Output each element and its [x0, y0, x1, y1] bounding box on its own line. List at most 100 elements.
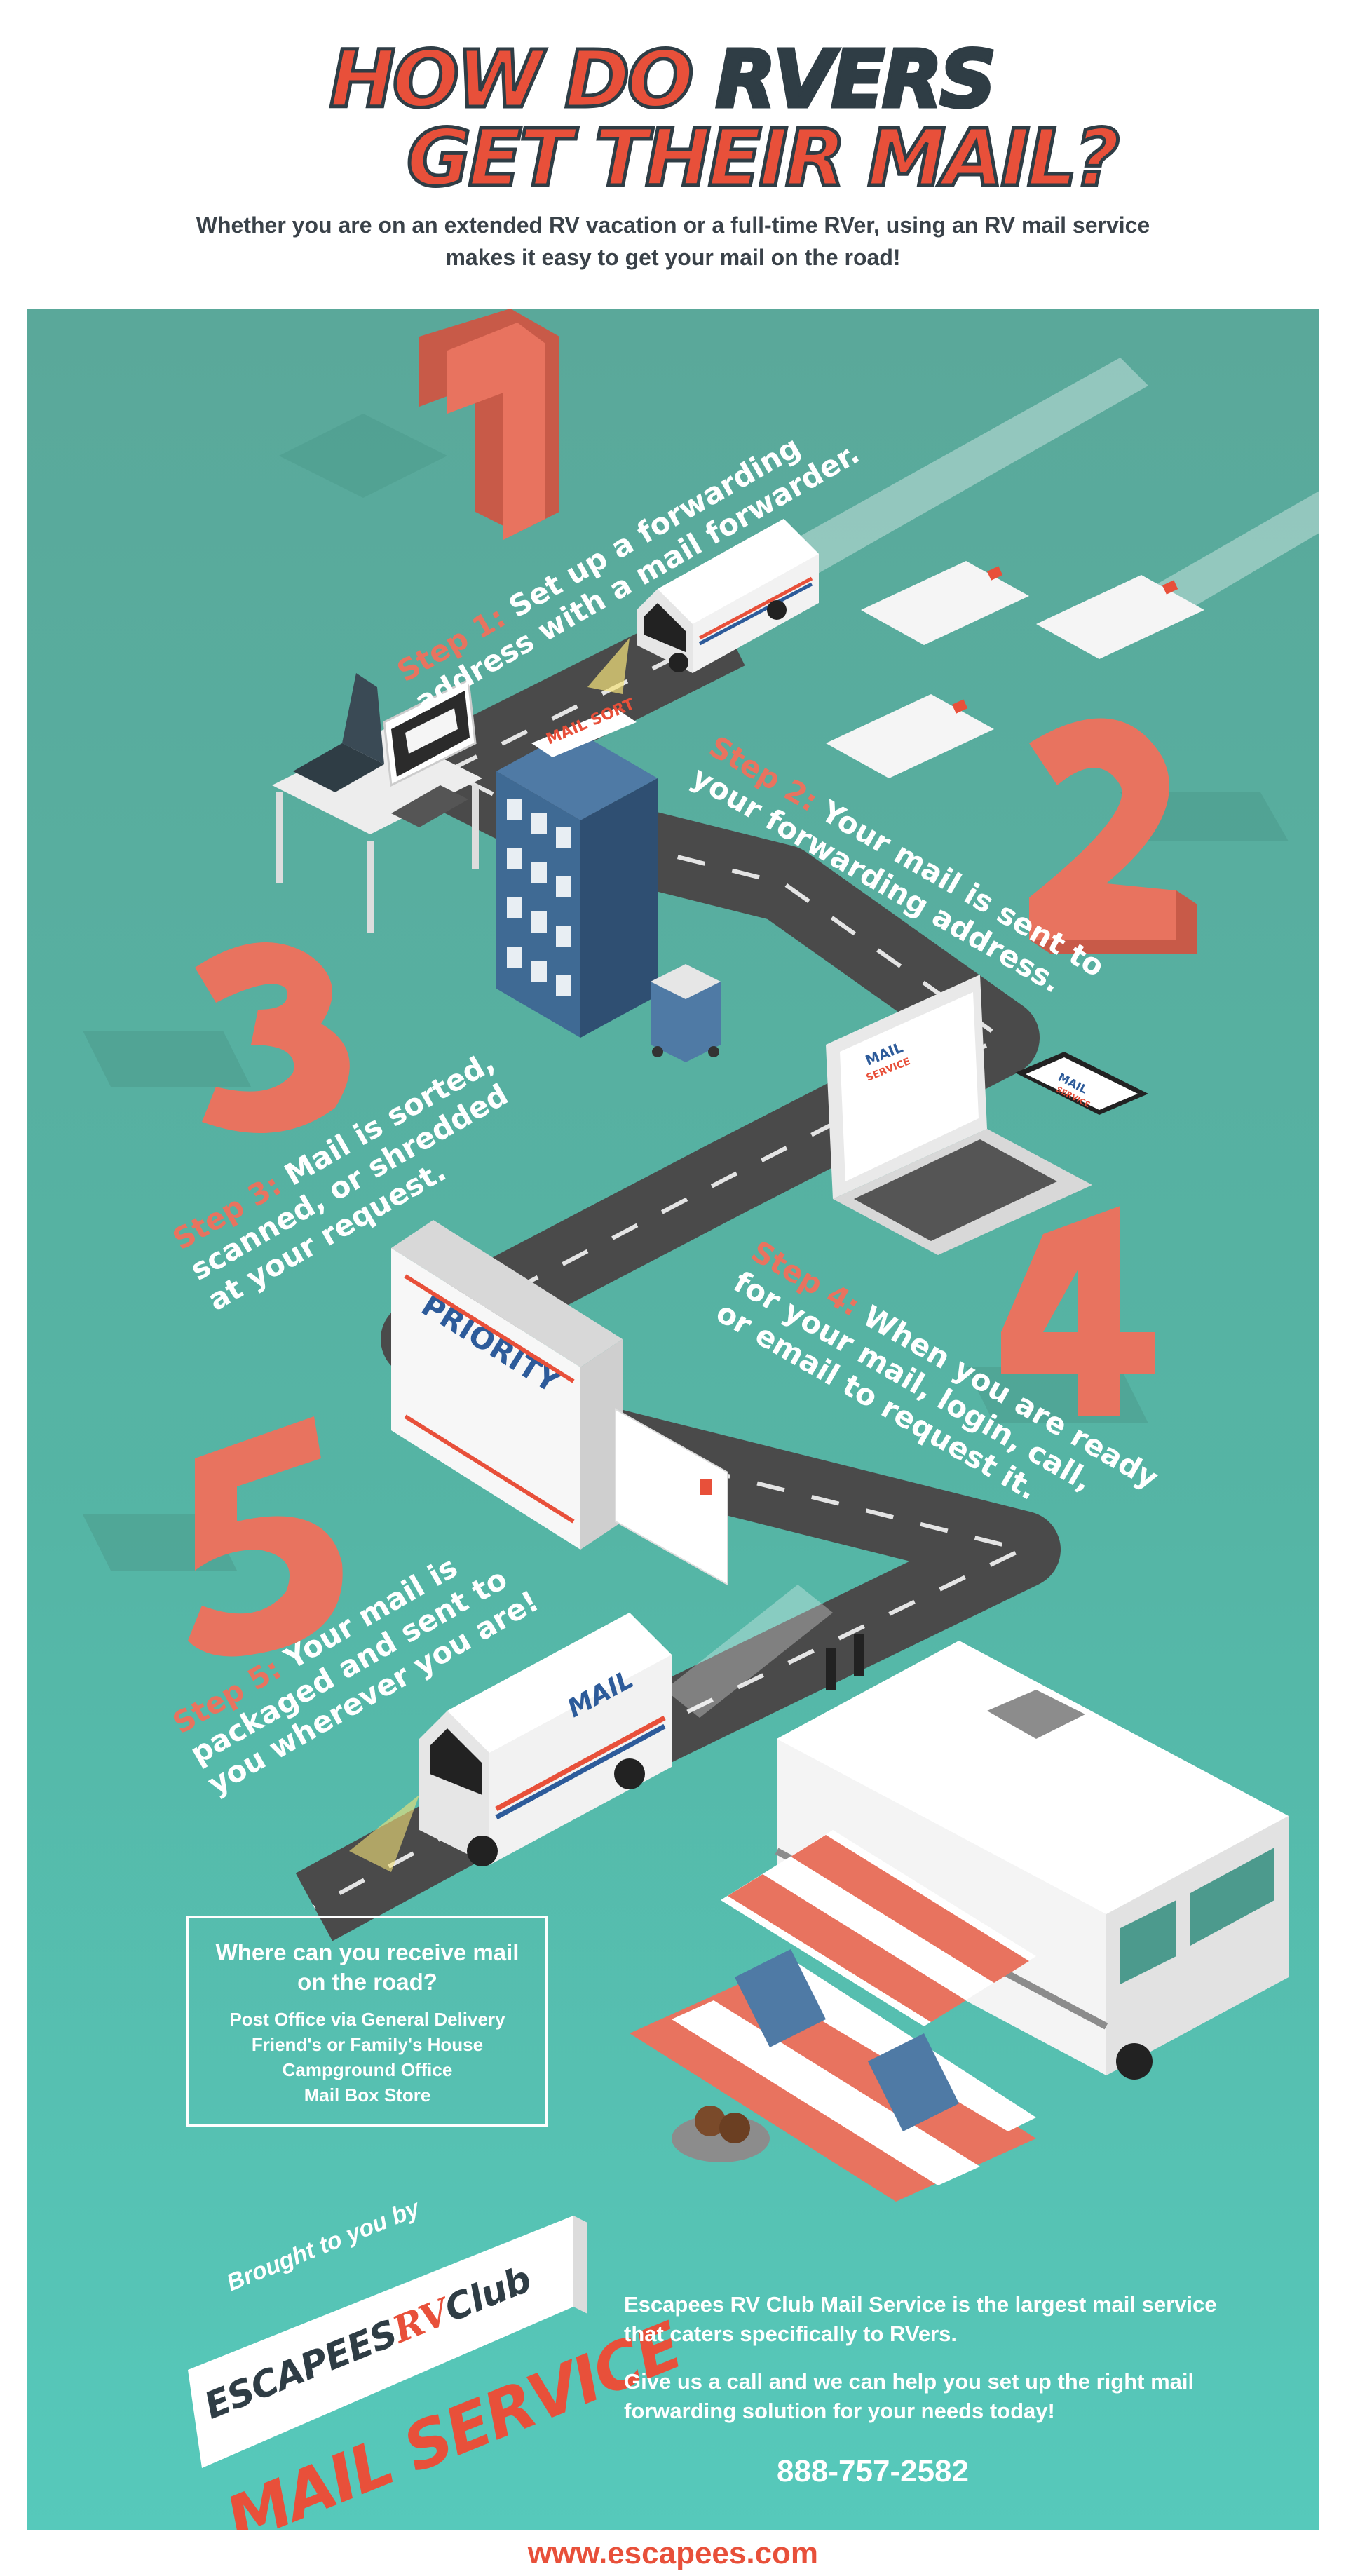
logo-box	[188, 2216, 587, 2468]
truck-bottom-headlight-beam	[349, 1795, 419, 1872]
priority-red-line	[404, 1414, 575, 1524]
phone-number[interactable]: 888-757-2582	[776, 2454, 969, 2488]
awning-base	[721, 1830, 1036, 2026]
priority-box-top	[391, 1220, 623, 1367]
envelope	[826, 694, 994, 778]
mail-slot	[531, 862, 547, 883]
truck-bottom-blue-stripe	[495, 1723, 666, 1820]
envelope-body	[1036, 575, 1204, 659]
header: HOW DO RVERS GET THEIR MAIL? Whether you…	[0, 0, 1346, 309]
shredder-wheel	[708, 1046, 719, 1057]
truck-top-windshield	[644, 603, 686, 652]
firewood-log	[695, 2106, 726, 2136]
awning	[721, 1830, 1036, 2026]
rv-wheel	[1116, 2043, 1153, 2080]
truck-top-wheel	[767, 600, 787, 620]
number-5	[188, 1416, 343, 1657]
truck-top-wheel	[669, 653, 688, 672]
shredder	[651, 964, 721, 1062]
phone-device: MAIL SERVICE	[1015, 1052, 1148, 1115]
truck-top-red-stripe	[698, 576, 813, 640]
list-item: Campground Office	[282, 2059, 453, 2080]
truck-top-headlight-beam	[587, 638, 630, 694]
mail-sort-cabinet: MAIL SORT	[496, 696, 658, 1038]
number-4	[1001, 1206, 1155, 1416]
monitor-envelope	[405, 708, 458, 754]
number-1	[419, 309, 559, 540]
laptop-keyboard	[854, 1139, 1057, 1241]
infographic-panel: MAIL SORT MAIL SERVICE MAIL SERVICE	[27, 309, 1319, 2530]
laptop: MAIL SERVICE	[826, 975, 1092, 1255]
rv-ladder	[854, 1634, 864, 1676]
mat-stripe	[672, 2000, 980, 2185]
truck-bottom-wheel	[614, 1758, 645, 1789]
infographic-illustration: MAIL SORT MAIL SERVICE MAIL SERVICE	[83, 309, 1319, 2468]
mail-slot	[507, 848, 522, 869]
priority-red-line	[404, 1274, 575, 1383]
firewood-log	[719, 2113, 750, 2143]
number-5-face	[188, 1416, 343, 1657]
envelope-stamp	[952, 699, 968, 714]
number-3-face	[195, 942, 350, 1133]
envelope-body	[826, 694, 994, 778]
mail-slot	[507, 799, 522, 820]
envelope-stamp	[987, 566, 1003, 581]
cabinet-side	[580, 778, 658, 1038]
truck-bottom-red-stripe	[495, 1715, 666, 1812]
number-2-side	[1029, 890, 1197, 954]
mail-slot	[556, 827, 571, 848]
priority-box-side	[580, 1339, 623, 1550]
chairs	[735, 1949, 959, 2131]
mail-slot	[556, 975, 571, 996]
firewood	[672, 2106, 770, 2162]
list-item: Post Office via General Delivery	[229, 2009, 505, 2030]
title-part: HOW DO	[328, 34, 716, 126]
speed-lines	[665, 358, 1319, 1718]
envelope-large-stamp	[700, 1479, 712, 1495]
priority-envelopes	[615, 1408, 728, 1586]
envelope-stamp	[1162, 580, 1178, 595]
list-item: Friend's or Family's House	[251, 2034, 484, 2055]
number-1-face	[447, 323, 545, 540]
rv-roof-vent	[987, 1690, 1085, 1739]
mail-slot	[507, 897, 522, 918]
scanner-lid	[342, 673, 384, 764]
where-receive-list: Post Office via General Delivery Friend'…	[189, 2007, 545, 2108]
awning-stripe	[728, 1874, 966, 2022]
mail-slot	[556, 926, 571, 947]
envelope	[1036, 575, 1204, 659]
shredder-top	[651, 964, 721, 999]
keyboard	[391, 785, 468, 827]
footer-url-link[interactable]: www.escapees.com	[527, 2536, 819, 2570]
truck-top-roof	[658, 519, 819, 624]
shadow-3	[83, 1031, 251, 1087]
mail-truck-top	[587, 519, 819, 694]
speed-line-2	[1148, 491, 1319, 617]
mail-slot	[507, 947, 522, 968]
awning-stripe	[791, 1835, 1029, 1983]
number-3	[195, 942, 350, 1133]
truck-bottom-roof	[447, 1613, 672, 1753]
logo-box-side	[573, 2216, 587, 2314]
mail-truck-bottom: MAIL	[349, 1613, 672, 1872]
page-title-line-2: GET THEIR MAIL?	[405, 113, 1122, 204]
rv-roof	[777, 1641, 1289, 1914]
mail-sort-sign	[531, 708, 637, 757]
laptop-screen	[840, 992, 979, 1181]
promo-text-1: Escapees RV Club Mail Service is the lar…	[624, 2292, 1217, 2346]
truck-top-blue-stripe	[698, 582, 813, 646]
desk-scanner	[272, 673, 482, 933]
mail-slot	[531, 813, 547, 834]
cabinet-mail-slots	[507, 799, 571, 996]
logo-box-face	[188, 2216, 573, 2468]
mail-slot	[556, 876, 571, 897]
promo-text-2: Give us a call and we can help you set u…	[624, 2369, 1195, 2423]
number-4-face	[1001, 1206, 1155, 1416]
rv-windshield	[1190, 1848, 1274, 1946]
mail-slot	[531, 961, 547, 982]
priority-box: PRIORITY	[391, 1220, 623, 1550]
list-item: Mail Box Store	[304, 2084, 431, 2106]
envelopes	[826, 561, 1204, 778]
rv-window	[1120, 1900, 1176, 1984]
truck-bottom-wheel	[467, 1836, 498, 1866]
